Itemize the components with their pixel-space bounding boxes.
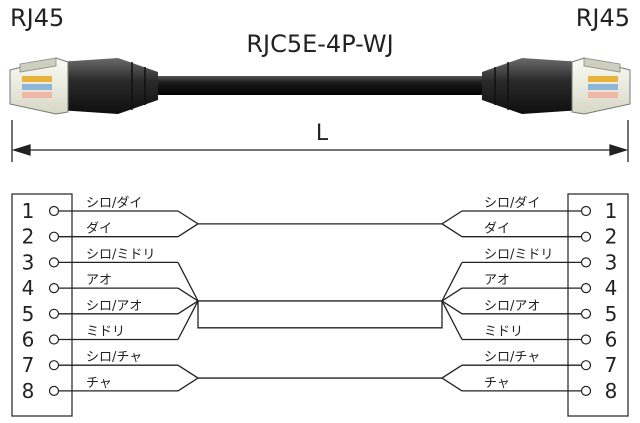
left-pin-terminal (48, 231, 60, 242)
left-connector-label: RJ45 (10, 4, 64, 32)
right-pin-terminal (580, 308, 592, 319)
right-wire-color-label: シロ/アオ (484, 299, 540, 314)
right-wire-color-label: ダイ (484, 222, 510, 237)
right-pin-terminal (580, 231, 592, 242)
left-pin-number: 1 (22, 199, 35, 223)
left-wire-color-label: シロ/アオ (86, 299, 142, 314)
right-pin-number: 4 (605, 276, 618, 300)
left-pin-terminal (48, 257, 60, 268)
left-pin-terminal (48, 205, 60, 217)
right-wire-color-label: シロ/チャ (484, 350, 540, 365)
pair-4-5-run (197, 300, 443, 329)
left-pair-join (177, 287, 200, 315)
left-wire-color-label: シロ/ミドリ (86, 247, 155, 262)
right-wire-color-label: アオ (484, 273, 510, 288)
left-wire-color-label: シロ/チャ (86, 350, 142, 365)
right-wire-color-label: シロ/ミドリ (484, 247, 553, 262)
length-dimension (11, 120, 629, 162)
right-wire-color-label: チャ (484, 376, 510, 391)
right-pin-number: 8 (605, 379, 618, 403)
right-pair-join (440, 210, 463, 238)
right-pin-terminal (580, 257, 592, 268)
left-pair-join (177, 262, 199, 340)
left-pair-join (177, 364, 200, 392)
left-pair-join (177, 210, 200, 238)
left-pin-number: 5 (22, 302, 35, 326)
right-pin-number: 3 (605, 250, 618, 274)
right-rj45-connector (482, 57, 631, 115)
right-pair-join (441, 262, 463, 340)
cable-model-label: RJC5E-4P-WJ (246, 30, 393, 58)
right-pin-terminal (580, 360, 592, 371)
left-wire-color-label: ミドリ (86, 325, 125, 340)
left-wire-color-label: シロ/ダイ (86, 196, 142, 211)
left-pin-terminal (48, 308, 60, 319)
left-pin-terminal (48, 334, 60, 345)
right-pin-block (567, 193, 629, 417)
left-pin-number: 6 (22, 328, 35, 352)
right-wire-color-label: ミドリ (484, 325, 523, 340)
right-pin-terminal (580, 283, 592, 294)
left-pin-block (11, 193, 73, 417)
length-label: L (316, 121, 329, 146)
right-pins: 1 シロ/ダイ 2 ダイ 3 シロ/ミドリ 4 アオ 5 シロ/アオ 6 ミドリ 7 シロ/チャ 8 チャ (484, 196, 617, 403)
right-connector-label: RJ45 (576, 4, 630, 32)
left-pin-number: 8 (22, 379, 35, 403)
right-pin-number: 2 (605, 225, 618, 249)
right-pin-terminal (580, 205, 592, 217)
left-pin-terminal (48, 385, 60, 396)
left-pins: 1 シロ/ダイ 2 ダイ 3 シロ/ミドリ 4 アオ 5 シロ/アオ 6 ミドリ 7 シロ/チャ 8 チャ (22, 196, 156, 403)
left-pin-number: 7 (22, 353, 35, 377)
cable (150, 76, 490, 95)
right-pin-number: 6 (605, 328, 618, 352)
left-wire-color-label: アオ (86, 273, 112, 288)
right-pair-join (440, 364, 463, 392)
left-pin-number: 3 (22, 250, 35, 274)
right-pin-number: 7 (605, 353, 618, 377)
left-wire-color-label: ダイ (86, 222, 112, 237)
right-pin-terminal (580, 334, 592, 345)
left-pin-terminal (48, 360, 60, 371)
right-pin-terminal (580, 385, 592, 396)
right-pin-number: 1 (605, 199, 618, 223)
right-pin-number: 5 (605, 302, 618, 326)
left-pin-terminal (48, 283, 60, 294)
right-pair-join (440, 287, 463, 315)
left-rj45-connector (9, 57, 158, 115)
left-pin-number: 2 (22, 225, 35, 249)
left-wire-color-label: チャ (86, 376, 112, 391)
wires (59, 210, 581, 392)
right-wire-color-label: シロ/ダイ (484, 196, 540, 211)
left-pin-number: 4 (22, 276, 35, 300)
